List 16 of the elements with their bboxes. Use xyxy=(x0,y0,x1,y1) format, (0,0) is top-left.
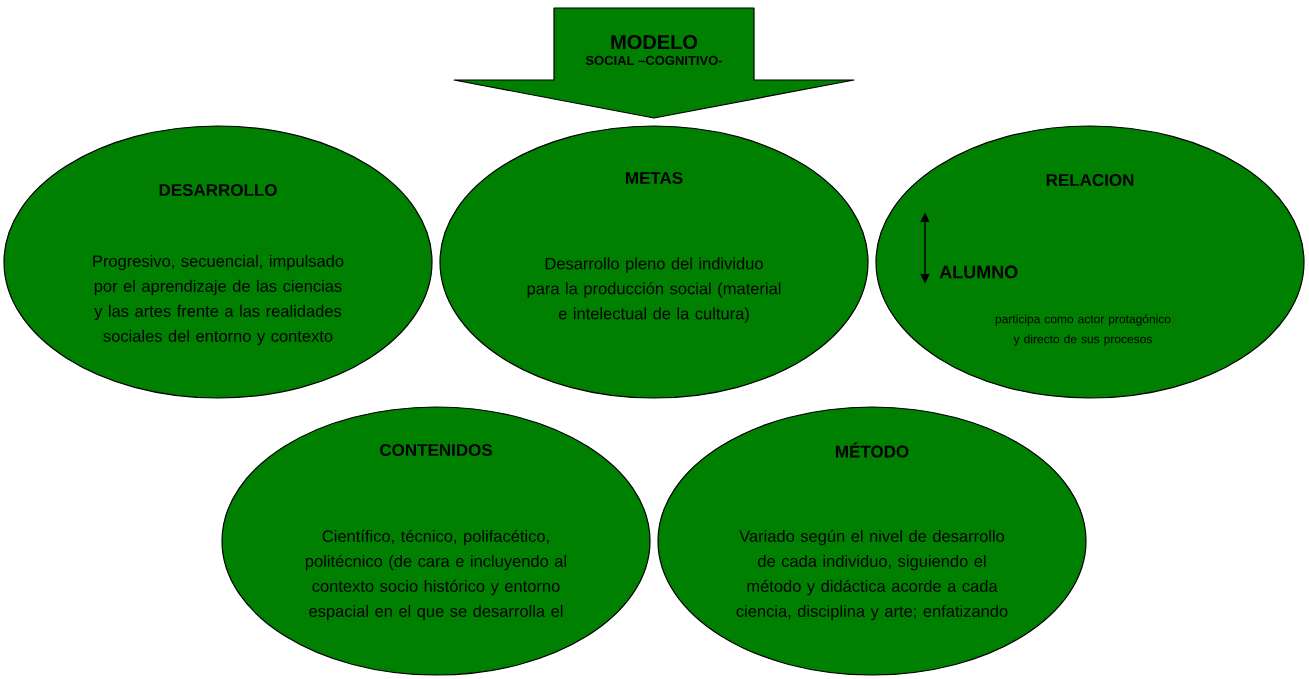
body-text: participa como actor protagónico y directo de sus procesos xyxy=(995,314,1171,346)
topic-ellipse xyxy=(221,406,651,676)
body-text: Progresivo, secuencial, impulsado por el aprendizaje de las ciencias y las artes frente a las realidades sociales del entorno y contexto xyxy=(93,254,344,346)
heading-text: RELACION xyxy=(1046,174,1134,186)
body-text: Científico, técnico, polifacético, politécnico (de cara e incluyendo al contexto socio histórico y entorno espacial en el que se desarrolla el xyxy=(305,529,566,621)
heading-text: MÉTODO xyxy=(836,442,909,458)
heading-text: DESARROLLO xyxy=(159,184,277,196)
heading-text: METAS xyxy=(626,172,683,184)
body-text: Variado según el nivel de desarrollo de cada individuo, siguiendo el método y didáctica acorde a cada ciencia, disciplina y arte; enfatizando xyxy=(736,529,1008,621)
topic-ellipse xyxy=(875,125,1305,399)
subheading-text: ALUMNO xyxy=(939,265,1018,279)
heading-text: CONTENIDOS xyxy=(380,443,492,456)
body-text: Desarrollo pleno del individuo para la producción social (material e intelectual de la cultura) xyxy=(527,257,781,323)
topic-ellipse xyxy=(657,406,1087,676)
topic-ellipse xyxy=(3,125,433,399)
topic-ellipse xyxy=(439,125,869,399)
